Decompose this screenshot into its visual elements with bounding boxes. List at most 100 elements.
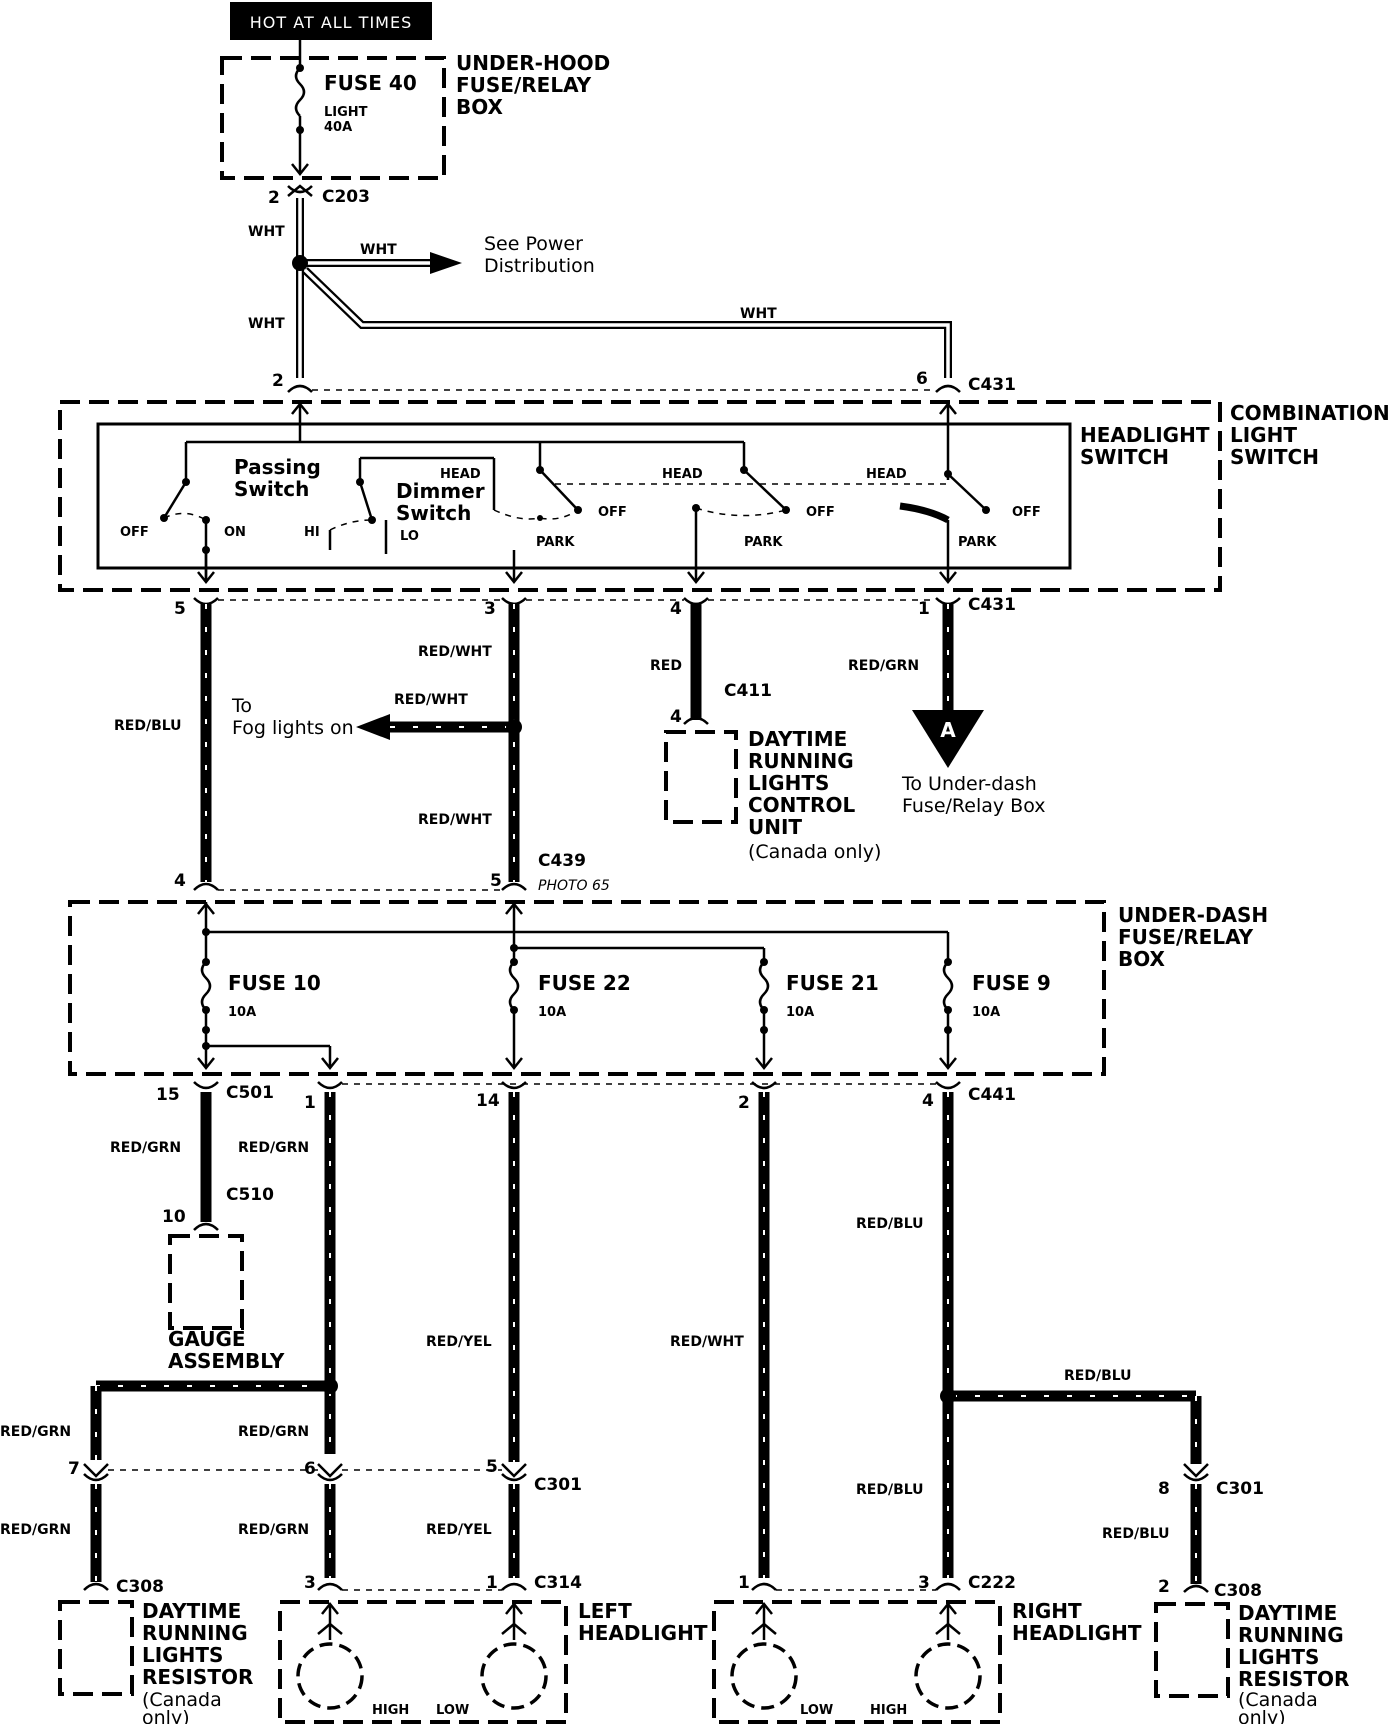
red-grn-label-4: RED/GRN — [0, 1522, 71, 1538]
c431-top-pin2 — [287, 384, 313, 393]
red-grn-wire-drl-resistor — [83, 1092, 343, 1591]
resistor-right-title-1: DAYTIME — [1238, 1601, 1337, 1625]
red-wire-drl — [683, 604, 709, 725]
c308-pin2: 2 — [1158, 1577, 1170, 1597]
wht-label-2: WHT — [360, 242, 397, 258]
resistor-left-title-1: DAYTIME — [142, 1599, 241, 1623]
sw3-head: HEAD — [866, 467, 907, 482]
headlight-switch-title-2: SWITCH — [1080, 445, 1169, 469]
right-headlight-title-1: RIGHT — [1012, 1599, 1082, 1623]
c431-bottom-label: C431 — [968, 595, 1016, 615]
c439-pin5: 5 — [490, 871, 502, 891]
c441-pin14: 14 — [476, 1091, 500, 1111]
red-grn-label-gauge: RED/GRN — [110, 1140, 181, 1156]
resistor-right-title-4: RESISTOR — [1238, 1667, 1349, 1691]
c308-label-left: C308 — [116, 1577, 164, 1597]
red-yel-label-2: RED/YEL — [426, 1522, 492, 1538]
wht-label-1: WHT — [248, 224, 285, 240]
left-headlight-box — [278, 1600, 568, 1724]
c301-pin5: 5 — [486, 1457, 498, 1477]
c222-pin3: 3 — [918, 1573, 930, 1593]
fog-text-2: Fog lights on — [232, 717, 354, 739]
red-blu-wire-right — [940, 1092, 1209, 1593]
red-wht-label-2: RED/WHT — [394, 692, 468, 708]
resistor-left-title-2: RUNNING — [142, 1621, 248, 1645]
pin-4-top: 4 — [670, 599, 682, 619]
right-low-label: LOW — [800, 1703, 833, 1718]
fuse-22-label: FUSE 22 — [538, 971, 631, 995]
fuse-21-label: FUSE 21 — [786, 971, 879, 995]
c301-pin7: 7 — [68, 1459, 80, 1479]
c314-label: C314 — [534, 1573, 582, 1593]
underdash-title-1: UNDER-DASH — [1118, 903, 1268, 927]
red-grn-wire-gauge — [193, 1092, 219, 1231]
sw3-off: OFF — [1012, 505, 1041, 520]
resistor-left-note-1: (Canada — [142, 1689, 222, 1711]
red-yel-label-1: RED/YEL — [426, 1334, 492, 1350]
right-headlight-title-2: HEADLIGHT — [1012, 1621, 1142, 1645]
arrow-a-text-2: Fuse/Relay Box — [902, 795, 1045, 817]
hot-label: HOT AT ALL TIMES — [250, 13, 412, 32]
fuse-21-amp: 10A — [786, 1005, 814, 1020]
headlight-switch-title-1: HEADLIGHT — [1080, 423, 1210, 447]
switch-internals — [160, 401, 990, 580]
gauge-title-1: GAUGE — [168, 1327, 246, 1351]
arrow-a-icon — [912, 710, 984, 768]
wht-label-3: WHT — [248, 316, 285, 332]
c431-top-label: C431 — [968, 375, 1016, 395]
resistor-right-title-2: RUNNING — [1238, 1623, 1344, 1647]
c314-connector — [317, 1582, 527, 1591]
fuse-40-label: FUSE 40 — [324, 71, 417, 95]
underhood-title-1: UNDER-HOOD — [456, 51, 610, 75]
c314-pin3: 3 — [304, 1573, 316, 1593]
red-grn-label-1: RED/GRN — [238, 1140, 309, 1156]
right-high-label: HIGH — [870, 1703, 907, 1718]
left-high-label: HIGH — [372, 1703, 409, 1718]
sw1-park: PARK — [536, 535, 575, 550]
power-dist-text-2: Distribution — [484, 255, 595, 277]
red-grn-label-a: RED/GRN — [848, 658, 919, 674]
drl-resistor-box-right — [1154, 1602, 1230, 1698]
underhood-title-3: BOX — [456, 95, 504, 119]
red-wht-label-3: RED/WHT — [418, 812, 492, 828]
left-headlight-title-1: LEFT — [578, 1599, 632, 1623]
c439-connector — [193, 882, 527, 891]
switch-output-arrows — [197, 571, 957, 585]
drl-unit-title-1: DAYTIME — [748, 727, 847, 751]
dimmer-switch-label-2: Switch — [396, 501, 471, 525]
passing-on: ON — [224, 525, 246, 540]
c301-pin8: 8 — [1158, 1479, 1170, 1499]
gauge-assembly-box — [168, 1234, 244, 1330]
c501-c441-connectors — [193, 1081, 961, 1090]
combination-switch-box — [58, 400, 1222, 592]
c301-label-left: C301 — [534, 1475, 582, 1495]
drl-unit-title-5: UNIT — [748, 815, 802, 839]
passing-off: OFF — [120, 525, 149, 540]
dimmer-switch-label-1: Dimmer — [396, 479, 485, 503]
c439-pin4: 4 — [174, 871, 186, 891]
c222-label: C222 — [968, 1573, 1016, 1593]
c222-pin1: 1 — [738, 1573, 750, 1593]
red-label: RED — [650, 658, 682, 674]
combo-title-3: SWITCH — [1230, 445, 1319, 469]
left-low-label: LOW — [436, 1703, 469, 1718]
resistor-right-note-1: (Canada — [1238, 1689, 1318, 1711]
fog-text-1: To — [231, 695, 252, 717]
photo-label: PHOTO 65 — [538, 878, 610, 894]
wht-main-wire — [292, 198, 952, 378]
red-grn-label-2: RED/GRN — [0, 1424, 71, 1440]
headlight-switch-box — [96, 422, 1072, 570]
underdash-title-2: FUSE/RELAY — [1118, 925, 1254, 949]
fuse-9-amp: 10A — [972, 1005, 1000, 1020]
red-grn-label-3: RED/GRN — [238, 1424, 309, 1440]
c411-label: C411 — [724, 681, 772, 701]
fuse-40-amp: 40A — [324, 120, 352, 135]
resistor-left-title-4: RESISTOR — [142, 1665, 253, 1689]
red-grn-label-5: RED/GRN — [238, 1522, 309, 1538]
underhood-box — [220, 56, 446, 180]
red-blu-label-left: RED/BLU — [114, 718, 182, 734]
red-blu-label-4: RED/BLU — [1102, 1526, 1170, 1542]
c431-bottom-connectors — [193, 597, 961, 606]
sw1-off: OFF — [598, 505, 627, 520]
